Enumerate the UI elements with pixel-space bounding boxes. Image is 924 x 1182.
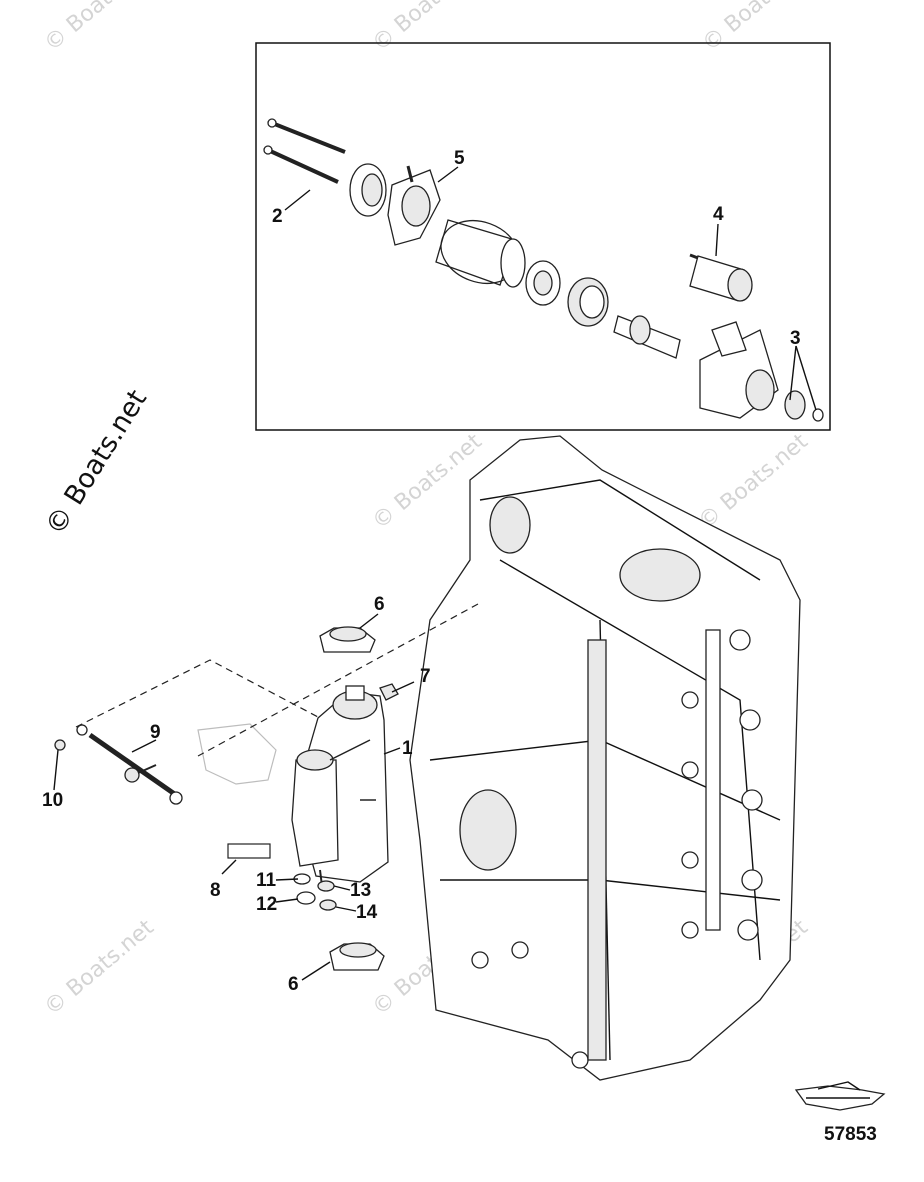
ghost-bracket xyxy=(197,723,277,785)
washers-and-nuts xyxy=(293,873,337,911)
callout-7: 7 xyxy=(420,666,431,687)
watermark-top-right: © Boats.net xyxy=(698,0,817,57)
callout-11: 11 xyxy=(256,870,277,891)
cable-bolt xyxy=(54,739,66,751)
clip xyxy=(379,683,399,701)
callout-13: 13 xyxy=(350,880,371,901)
callout-6-upper: 6 xyxy=(374,594,385,615)
front-housing xyxy=(699,321,779,419)
callout-4: 4 xyxy=(713,204,724,225)
starter-motor xyxy=(291,685,389,887)
watermark-top-center: © Boats.net xyxy=(368,0,487,57)
callout-12: 12 xyxy=(256,894,277,915)
watermark-top-left: © Boats.net xyxy=(40,0,159,57)
diagram-number: 57853 xyxy=(824,1124,877,1145)
inset-frame xyxy=(255,42,831,431)
armature-washer xyxy=(525,260,561,306)
callout-2: 2 xyxy=(272,206,283,227)
starter-exploded-inset xyxy=(255,42,831,431)
alignment-lines xyxy=(75,603,479,757)
leader-lines xyxy=(53,166,817,981)
callout-1: 1 xyxy=(402,738,413,759)
field-housing xyxy=(435,219,526,288)
planetary-gear-set xyxy=(567,277,609,327)
callout-9: 9 xyxy=(150,722,161,743)
watermark-low-left: © Boats.net xyxy=(40,915,159,1021)
callouts: 1 2 3 4 5 6 6 7 8 9 10 11 12 13 14 xyxy=(42,148,801,995)
end-cap xyxy=(349,163,387,217)
watermark-large: © Boats.net xyxy=(40,385,154,541)
engine-block xyxy=(409,435,801,1081)
watermark-mid-right: © Boats.net xyxy=(694,429,813,535)
boat-icon xyxy=(794,1081,886,1111)
callout-5: 5 xyxy=(454,148,465,169)
callout-10: 10 xyxy=(42,790,63,811)
engine-bolt-bosses xyxy=(471,629,763,1069)
drive-shaft xyxy=(613,315,681,359)
mounting-bolt xyxy=(124,764,157,783)
through-bolts xyxy=(263,118,346,184)
callout-6-lower: 6 xyxy=(288,974,299,995)
battery-cable xyxy=(76,724,183,805)
callout-3: 3 xyxy=(790,328,801,349)
watermark-mid-center: © Boats.net xyxy=(368,429,487,535)
brush-holder xyxy=(387,165,441,246)
grommet-lower xyxy=(329,942,385,971)
callout-14: 14 xyxy=(356,902,378,923)
grommet-upper xyxy=(319,626,376,653)
decal-label xyxy=(227,843,271,859)
solenoid xyxy=(689,253,753,302)
callout-8: 8 xyxy=(210,880,221,901)
